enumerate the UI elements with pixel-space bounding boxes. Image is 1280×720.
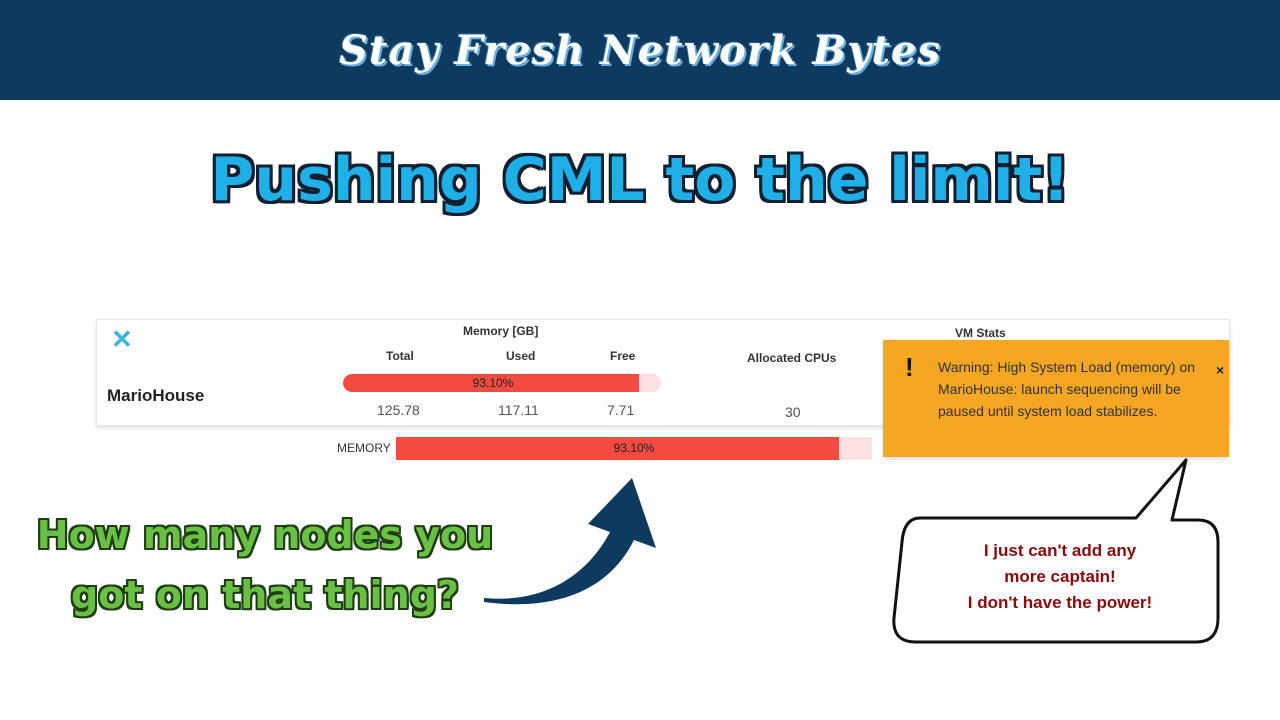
lab-name[interactable]: MarioHouse: [107, 386, 205, 405]
bubble-line-2: more captain!: [1004, 567, 1116, 586]
warning-message: Warning: High System Load (memory) on Ma…: [938, 359, 1196, 419]
col-total: Total: [386, 349, 414, 363]
vm-stats-header: VM Stats: [955, 326, 1006, 340]
caption-line-1: How many nodes you: [36, 513, 494, 557]
memory-used-value: 117.11: [498, 402, 539, 418]
col-allocated-cpus: Allocated CPUs: [747, 351, 837, 365]
top-banner: Stay Fresh Network Bytes: [0, 0, 1280, 100]
speech-bubble: [892, 458, 1220, 644]
speech-bubble-text: I just can't add any more captain! I don…: [900, 538, 1220, 616]
system-memory-fill: [396, 437, 840, 460]
col-free: Free: [610, 349, 636, 363]
warning-toast: ! Warning: High System Load (memory) on …: [883, 340, 1229, 457]
memory-header: Memory [GB]: [463, 324, 539, 338]
memory-bar-label: MEMORY: [337, 441, 391, 455]
bubble-line-3: I don't have the power!: [967, 593, 1153, 612]
allocated-cpus-value: 30: [785, 404, 801, 420]
col-used: Used: [506, 349, 536, 363]
memory-free-value: 7.71: [607, 402, 635, 418]
memory-total-value: 125.78: [377, 402, 420, 418]
exclamation-icon: !: [905, 352, 914, 382]
banner-title: Stay Fresh Network Bytes: [338, 26, 941, 74]
bubble-line-1: I just can't add any: [983, 541, 1137, 560]
curved-arrow-icon: [484, 478, 656, 605]
caption: How many nodes you got on that thing?: [20, 505, 510, 625]
caption-line-2: got on that thing?: [71, 573, 459, 617]
memory-usage-percent: 93.10%: [472, 376, 514, 390]
system-memory-percent: 93.10%: [613, 441, 655, 455]
memory-usage-fill: [343, 374, 640, 392]
system-memory-bar: 93.10%: [396, 437, 872, 460]
close-icon[interactable]: ✕: [111, 324, 133, 354]
toast-close-icon[interactable]: ×: [1216, 362, 1225, 378]
memory-usage-bar: 93.10%: [343, 374, 661, 392]
headline: Pushing CML to the limit!: [210, 145, 1070, 215]
